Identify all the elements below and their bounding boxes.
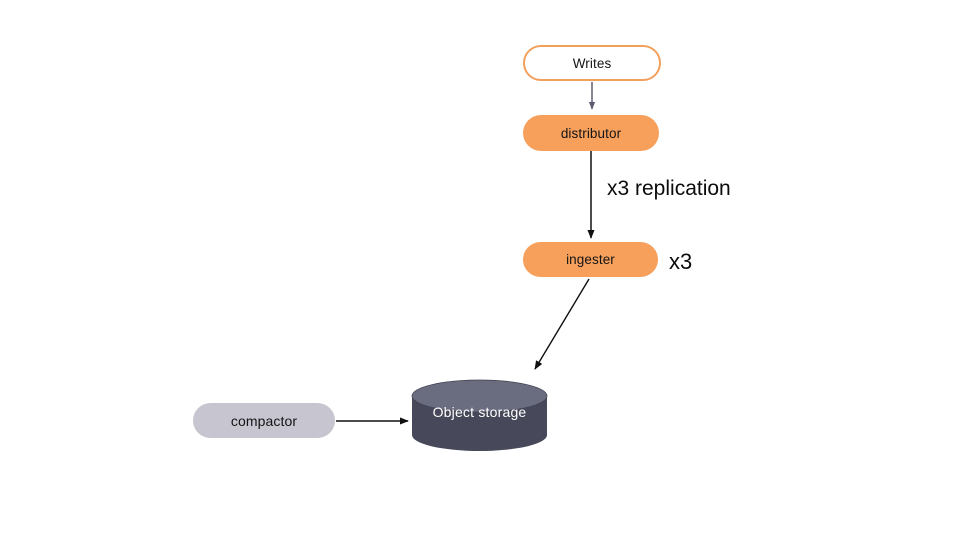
node-ingester: ingester bbox=[523, 242, 658, 277]
node-writes: Writes bbox=[523, 45, 661, 81]
node-compactor-label: compactor bbox=[230, 412, 298, 429]
node-distributor: distributor bbox=[523, 115, 659, 151]
ingester-count-annotation: x3 bbox=[669, 249, 693, 274]
replication-annotation: x3 replication bbox=[607, 177, 731, 200]
node-object-storage-label: Object storage bbox=[432, 404, 527, 420]
node-compactor: compactor bbox=[193, 403, 335, 438]
edge-ingester-to-object-storage bbox=[534, 278, 590, 370]
node-distributor-label: distributor bbox=[560, 125, 622, 141]
node-writes-label: Writes bbox=[572, 55, 612, 71]
node-ingester-label: ingester bbox=[566, 252, 615, 267]
object-storage-cylinder bbox=[411, 379, 548, 451]
cylinder-body bbox=[412, 396, 547, 451]
cylinder-top bbox=[411, 379, 548, 413]
